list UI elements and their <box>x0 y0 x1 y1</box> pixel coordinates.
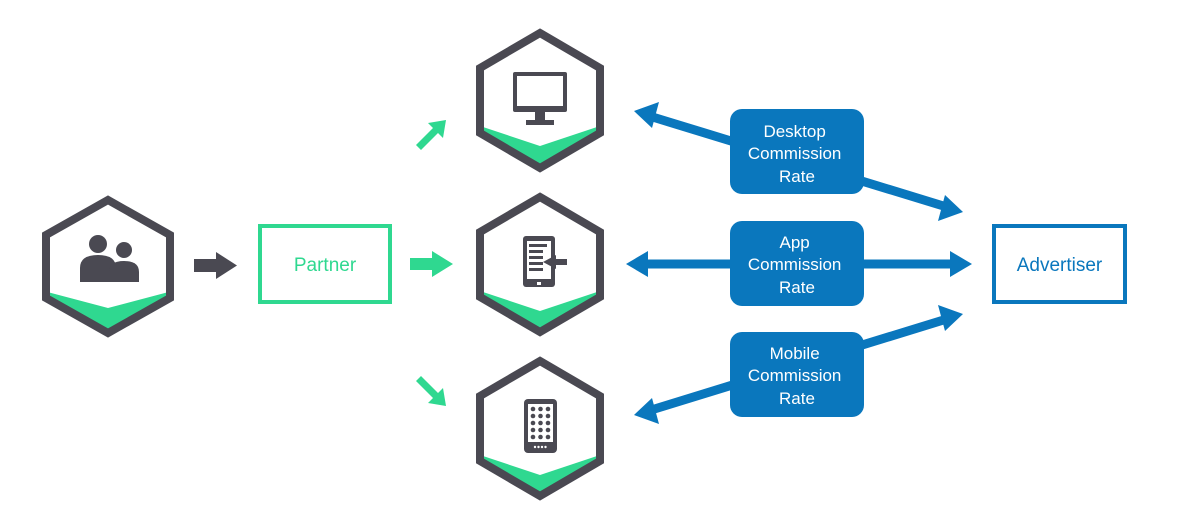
app-rate-line-3: Rate <box>779 278 815 297</box>
app-screen-icon <box>523 236 567 287</box>
mobile-phone-icon <box>524 399 557 453</box>
app-hexagon <box>476 192 604 337</box>
users-hexagon <box>42 195 174 338</box>
users-icon <box>80 235 139 282</box>
mobile-rate-line-1: Mobile <box>770 344 820 363</box>
mobile-hexagon <box>476 356 604 501</box>
desktop-rate-line-2: Commission <box>748 144 842 163</box>
mobile-rate-line-3: Rate <box>779 389 815 408</box>
svg-text:App Commission Rat: App Commission Rate <box>748 233 846 297</box>
mobile-rate-box: Mobile Commission Rate <box>730 332 864 417</box>
partner-label: Partner <box>294 255 357 276</box>
partner-box: Partner <box>258 224 392 304</box>
app-rate-box: App Commission Rate <box>730 221 864 306</box>
arrow-partner-to-app <box>410 251 453 277</box>
app-rate-line-2: Commission <box>748 255 842 274</box>
svg-text:Desktop Commission: Desktop Commission Rate <box>748 122 846 186</box>
monitor-icon <box>513 72 567 125</box>
svg-text:Mobile Commission: Mobile Commission Rate <box>748 344 846 408</box>
desktop-rate-line-1: Desktop <box>763 122 825 141</box>
mobile-rate-line-2: Commission <box>748 366 842 385</box>
app-rate-line-1: App <box>780 233 810 252</box>
arrow-users-to-partner <box>194 252 237 279</box>
desktop-hexagon <box>476 28 604 173</box>
advertiser-box: Advertiser <box>992 224 1127 304</box>
desktop-rate-box: Desktop Commission Rate <box>730 109 864 194</box>
arrow-partner-to-mobile <box>416 376 446 406</box>
desktop-rate-line-3: Rate <box>779 167 815 186</box>
arrow-partner-to-desktop <box>416 120 446 150</box>
advertiser-label: Advertiser <box>1017 255 1103 276</box>
